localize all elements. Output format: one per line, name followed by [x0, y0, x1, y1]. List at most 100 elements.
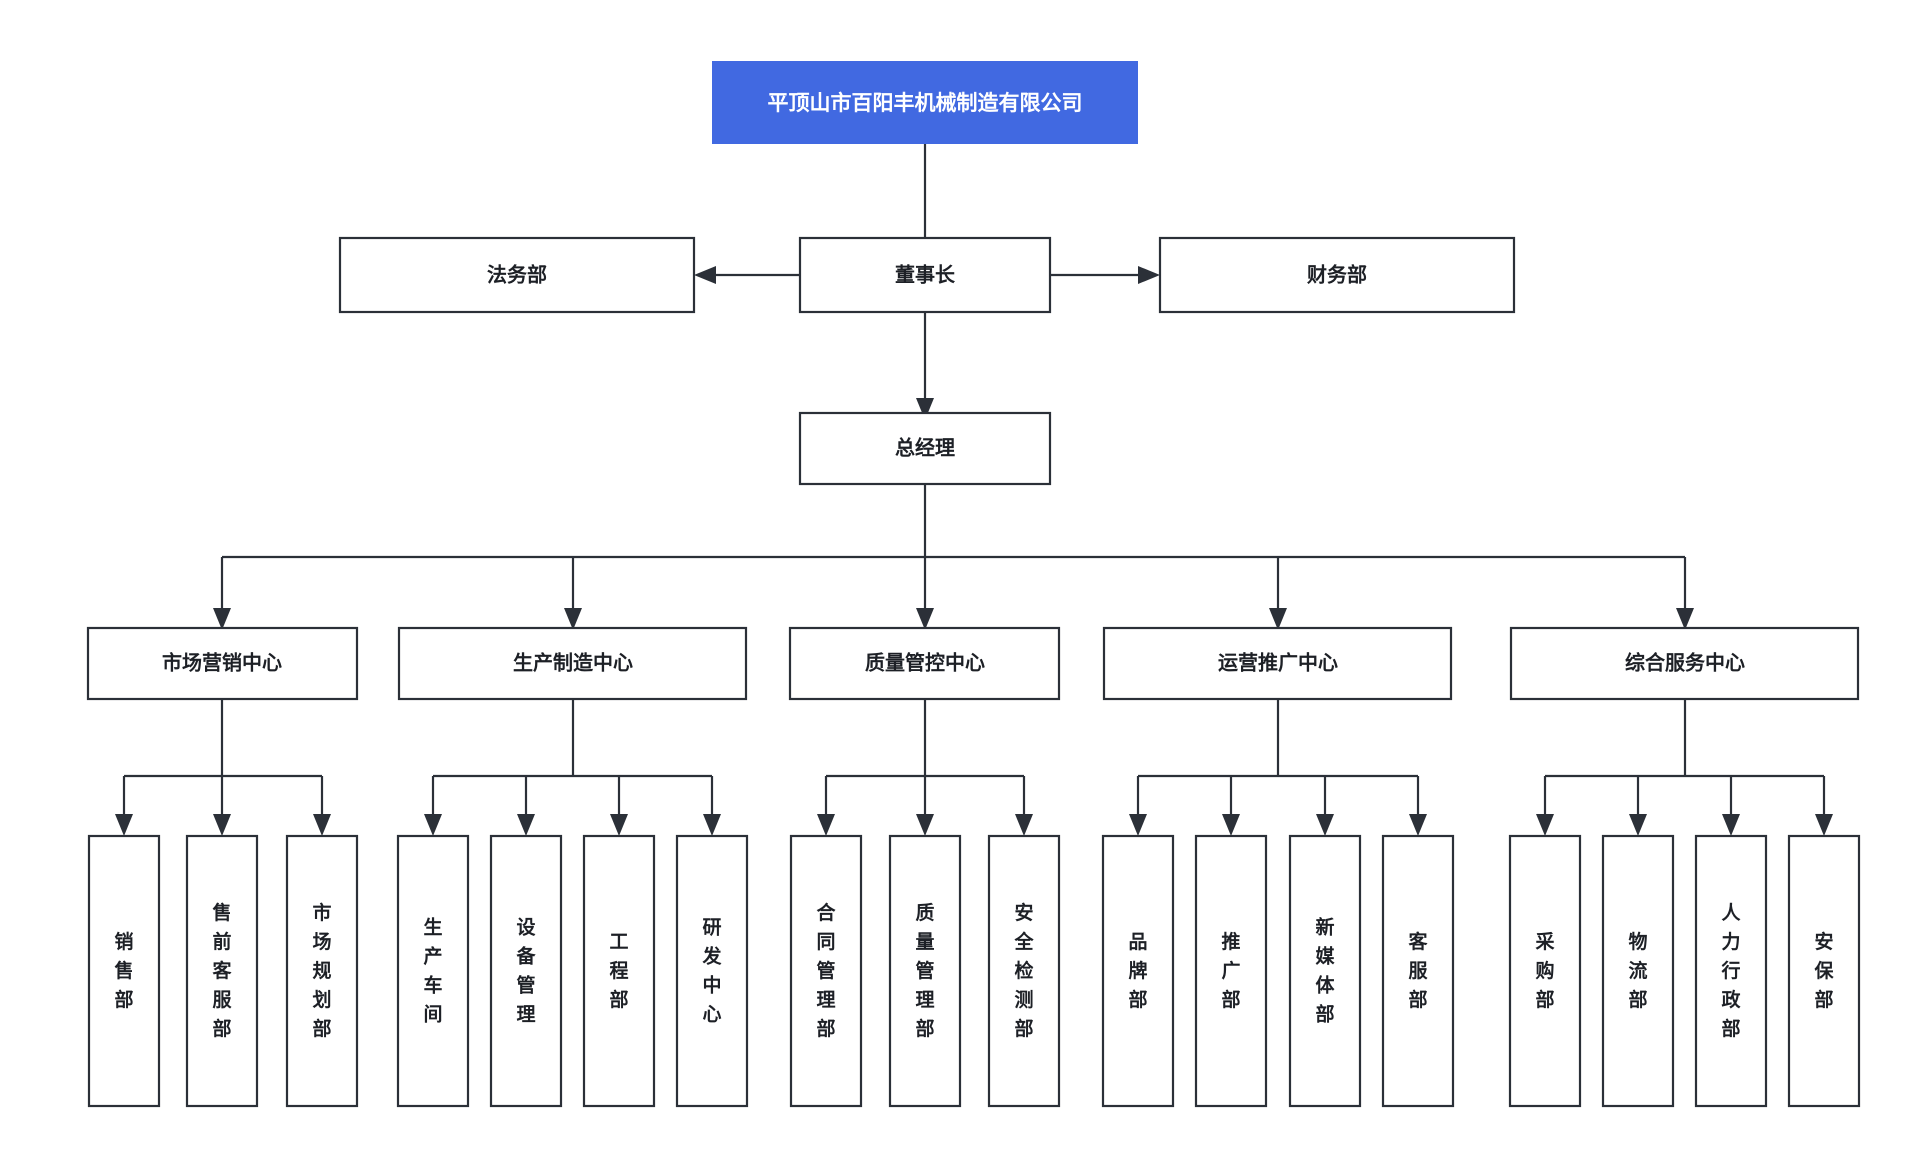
leaf-node[interactable]: 售前客服部 [185, 834, 259, 1108]
node-center-general-service[interactable]: 综合服务中心 [1509, 626, 1860, 701]
leaf-node[interactable]: 销售部 [87, 834, 161, 1108]
arrow-c1-leaf-1 [517, 814, 535, 836]
leaf-node[interactable]: 客服部 [1381, 834, 1455, 1108]
leaf-market-planning-dept-label: 市场规划部 [312, 901, 331, 1040]
node-center-production[interactable]: 生产制造中心 [397, 626, 748, 701]
arrow-c1-leaf-2 [610, 814, 628, 836]
leaf-customer-service-dept-label: 客服部 [1408, 930, 1428, 1011]
node-center-market-box[interactable] [86, 626, 359, 701]
leaf-promotion-dept-label: 推广部 [1221, 930, 1240, 1011]
leaf-engineering-dept-label: 工程部 [609, 931, 628, 1011]
leaf-safety-inspection-dept-label: 安全检测部 [1013, 901, 1034, 1040]
node-center-market[interactable]: 市场营销中心 [86, 626, 359, 701]
leaf-node[interactable]: 合同管理部 [789, 834, 863, 1108]
leaf-safety-inspection-dept-box[interactable] [987, 834, 1061, 1108]
arrow-c1-leaf-0 [424, 814, 442, 836]
arrow-c1-leaf-3 [703, 814, 721, 836]
arrow-c0-leaf-2 [313, 814, 331, 836]
leaf-node[interactable]: 生产车间 [396, 834, 470, 1108]
node-finance-dept-box[interactable] [1158, 236, 1516, 314]
leaf-hr-admin-dept-box[interactable] [1694, 834, 1768, 1108]
node-center-operations-box[interactable] [1102, 626, 1453, 701]
node-general-manager-label: 总经理 [895, 436, 955, 460]
arrow-busbar-to-center-0 [213, 608, 231, 630]
node-root-company-box[interactable] [712, 61, 1138, 144]
arrow-c3-leaf-0 [1129, 814, 1147, 836]
leaf-node[interactable]: 市场规划部 [285, 834, 359, 1108]
node-legal-dept-box[interactable] [338, 236, 696, 314]
leaf-rd-center-label: 研发中心 [701, 916, 722, 1025]
arrow-chairman-to-gm [916, 398, 934, 420]
leaf-customer-service-dept-box[interactable] [1381, 834, 1455, 1108]
leaf-node[interactable]: 质量管理部 [888, 834, 962, 1108]
leaf-sales-dept-box[interactable] [87, 834, 161, 1108]
node-center-production-label: 生产制造中心 [513, 651, 633, 675]
leaf-node[interactable]: 安保部 [1787, 834, 1861, 1108]
leaf-node[interactable]: 物流部 [1601, 834, 1675, 1108]
node-legal-dept[interactable]: 法务部 [338, 236, 696, 314]
leaf-contract-management-dept-box[interactable] [789, 834, 863, 1108]
arrow-c2-leaf-1 [916, 814, 934, 836]
node-center-operations-label: 运营推广中心 [1218, 651, 1338, 675]
leaf-promotion-dept-box[interactable] [1194, 834, 1268, 1108]
arrow-c4-leaf-1 [1629, 814, 1647, 836]
leaf-node[interactable]: 推广部 [1194, 834, 1268, 1108]
leaf-security-dept-label: 安保部 [1813, 930, 1834, 1011]
leaf-logistics-dept-box[interactable] [1601, 834, 1675, 1108]
leaf-new-media-dept-label: 新媒体部 [1315, 915, 1335, 1025]
arrow-c4-leaf-2 [1722, 814, 1740, 836]
leaf-contract-management-dept-label: 合同管理部 [816, 901, 836, 1040]
leaf-engineering-dept-box[interactable] [582, 834, 656, 1108]
node-center-quality-label: 质量管控中心 [865, 651, 985, 675]
node-chairman-label: 董事长 [895, 263, 956, 287]
leaf-rd-center-box[interactable] [675, 834, 749, 1108]
node-center-general-service-label: 综合服务中心 [1625, 651, 1745, 675]
node-center-operations[interactable]: 运营推广中心 [1102, 626, 1453, 701]
leaf-node[interactable]: 新媒体部 [1288, 834, 1362, 1108]
leaf-quality-management-dept-label: 质量管理部 [915, 902, 934, 1040]
leaf-equipment-management-box[interactable] [489, 834, 563, 1108]
arrow-c2-leaf-2 [1015, 814, 1033, 836]
leaf-node[interactable]: 品牌部 [1101, 834, 1175, 1108]
node-finance-dept[interactable]: 财务部 [1158, 236, 1516, 314]
leaf-production-workshop-label: 生产车间 [423, 915, 442, 1025]
leaf-logistics-dept-label: 物流部 [1628, 930, 1647, 1011]
leaf-presales-service-dept-box[interactable] [185, 834, 259, 1108]
leaf-brand-dept-label: 品牌部 [1128, 931, 1147, 1011]
node-center-quality-box[interactable] [788, 626, 1061, 701]
arrow-busbar-to-center-4 [1676, 608, 1694, 630]
leaf-node[interactable]: 人力行政部 [1694, 834, 1768, 1108]
node-center-quality[interactable]: 质量管控中心 [788, 626, 1061, 701]
leaf-new-media-dept-box[interactable] [1288, 834, 1362, 1108]
leaf-procurement-dept-box[interactable] [1508, 834, 1582, 1108]
node-chairman-box[interactable] [798, 236, 1052, 314]
arrow-busbar-to-center-2 [916, 608, 934, 630]
node-root-company-label: 平顶山市百阳丰机械制造有限公司 [768, 91, 1083, 115]
node-general-manager[interactable]: 总经理 [798, 411, 1052, 486]
leaf-node[interactable]: 工程部 [582, 834, 656, 1108]
leaf-market-planning-dept-box[interactable] [285, 834, 359, 1108]
node-general-manager-box[interactable] [798, 411, 1052, 486]
leaf-security-dept-box[interactable] [1787, 834, 1861, 1108]
node-center-market-label: 市场营销中心 [162, 651, 282, 675]
leaf-node[interactable]: 研发中心 [675, 834, 749, 1108]
node-chairman[interactable]: 董事长 [798, 236, 1052, 314]
leaf-node[interactable]: 设备管理 [489, 834, 563, 1108]
node-center-general-service-box[interactable] [1509, 626, 1860, 701]
arrow-c4-leaf-0 [1536, 814, 1554, 836]
leaf-node[interactable]: 安全检测部 [987, 834, 1061, 1108]
leaf-hr-admin-dept-label: 人力行政部 [1720, 902, 1741, 1040]
leaf-brand-dept-box[interactable] [1101, 834, 1175, 1108]
arrow-c3-leaf-1 [1222, 814, 1240, 836]
node-center-production-box[interactable] [397, 626, 748, 701]
arrow-c4-leaf-3 [1815, 814, 1833, 836]
arrow-busbar-to-center-1 [564, 608, 582, 630]
leaf-production-workshop-box[interactable] [396, 834, 470, 1108]
node-root-company[interactable]: 平顶山市百阳丰机械制造有限公司 [712, 61, 1138, 144]
node-layer: 平顶山市百阳丰机械制造有限公司 董事长 法务部 财务部 总经理 市场营销中心 [86, 61, 1861, 1108]
leaf-equipment-management-label: 设备管理 [515, 916, 536, 1025]
node-finance-dept-label: 财务部 [1307, 263, 1367, 287]
leaf-quality-management-dept-box[interactable] [888, 834, 962, 1108]
leaf-node[interactable]: 采购部 [1508, 834, 1582, 1108]
arrow-c3-leaf-2 [1316, 814, 1334, 836]
